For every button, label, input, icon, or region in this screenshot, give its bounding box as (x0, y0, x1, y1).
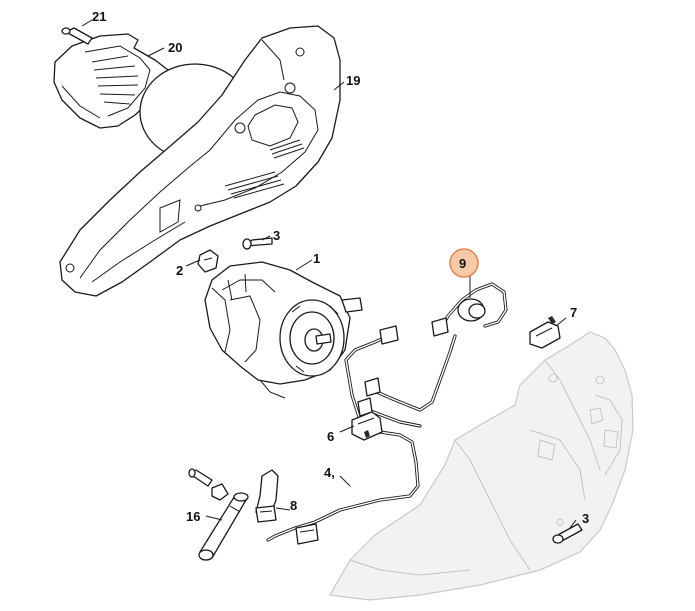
label-part-3-upper[interactable]: 3 (273, 228, 280, 243)
lower-housing (329, 331, 634, 601)
leader-lines (81, 19, 577, 529)
motor-housing-part-19[interactable] (59, 25, 341, 297)
label-part-7[interactable]: 7 (570, 305, 577, 320)
cable-bushing-part-8[interactable] (255, 469, 279, 523)
label-part-1[interactable]: 1 (313, 251, 320, 266)
label-part-6[interactable]: 6 (327, 429, 334, 444)
switch-part-7[interactable] (529, 316, 561, 349)
label-part-2[interactable]: 2 (176, 263, 183, 278)
label-part-19[interactable]: 19 (346, 73, 360, 88)
label-part-9[interactable]: 9 (459, 256, 466, 271)
label-part-20[interactable]: 20 (168, 40, 182, 55)
label-part-8[interactable]: 8 (290, 498, 297, 513)
screw-part-3-lower[interactable] (552, 523, 583, 544)
wiring-harness-part-4[interactable] (266, 325, 457, 545)
screw-part-21[interactable] (61, 27, 93, 45)
carbon-brush-part-2[interactable] (197, 249, 219, 273)
cable-sleeve-part-16[interactable] (198, 492, 249, 561)
clamp-screw[interactable] (188, 468, 229, 501)
label-part-4[interactable]: 4, (324, 465, 335, 480)
part-number-labels: 21 20 19 3 1 2 9 7 6 4, 8 16 3 (92, 9, 589, 526)
label-part-21[interactable]: 21 (92, 9, 106, 24)
label-part-16[interactable]: 16 (186, 509, 200, 524)
screw-part-3-upper[interactable] (242, 237, 273, 250)
motor-part-1[interactable] (204, 261, 363, 399)
part-6[interactable] (351, 411, 383, 441)
switch-part-9[interactable] (431, 282, 508, 337)
highlight-callout-part-9[interactable] (449, 248, 479, 278)
label-part-3-lower[interactable]: 3 (582, 511, 589, 526)
